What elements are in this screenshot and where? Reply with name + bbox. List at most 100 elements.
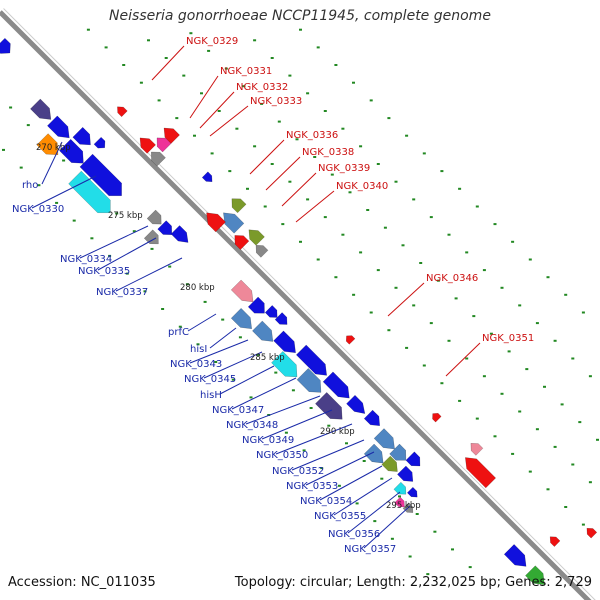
gene-arrow (47, 115, 70, 139)
leader-line (265, 156, 301, 191)
grid-dot (440, 382, 444, 385)
leader-line (231, 377, 297, 410)
grid-dot (299, 28, 302, 31)
grid-dot (571, 463, 575, 466)
grid-dot (122, 64, 126, 66)
grid-dot (316, 46, 320, 49)
leader-line (97, 237, 157, 271)
grid-dot (465, 251, 469, 254)
grid-dot (115, 212, 119, 215)
grid-dot (228, 170, 232, 173)
gene-label-inner: NGK_0330 (12, 204, 64, 215)
grid-dot (511, 452, 515, 455)
grid-dot (323, 216, 327, 219)
grid-dot (546, 276, 550, 279)
grid-dot (341, 233, 345, 236)
grid-dot (55, 201, 59, 204)
topology-text: Topology: circular; Length: 2,232,025 bp… (234, 575, 592, 590)
grid-dot (224, 67, 228, 70)
grid-dot (475, 417, 479, 420)
gene-label-inner: NGK_0353 (286, 481, 338, 492)
gene-arrow (68, 170, 111, 214)
gene-arrow (36, 133, 59, 156)
grid-dot (185, 283, 189, 286)
grid-dot (376, 163, 380, 165)
gene-label-inner: NGK_0350 (256, 450, 308, 461)
grid-dot (334, 64, 338, 66)
gene-arrow (72, 126, 91, 146)
leader-line (275, 423, 353, 455)
grid-dot (493, 223, 497, 226)
gene-label-outer: NGK_0333 (250, 96, 302, 107)
leader-line (363, 505, 411, 549)
grid-dot (355, 502, 359, 505)
gene-label-inner: hisH (200, 390, 222, 401)
gene-arrow (470, 443, 484, 456)
grid-dot (376, 269, 380, 272)
grid-dot (221, 318, 225, 321)
grid-dot (207, 49, 211, 52)
gene-arrow (252, 320, 274, 342)
grid-dot (454, 297, 458, 300)
gene-arrow (394, 496, 405, 508)
leader-line (209, 327, 237, 349)
leader-line (295, 190, 335, 223)
gene-label-inner: NGK_0335 (78, 266, 130, 277)
grid-dot (394, 286, 398, 289)
leader-line (31, 175, 97, 209)
gene-arrow (79, 153, 122, 197)
grid-dot (104, 46, 108, 49)
gene-arrow (230, 307, 252, 330)
grid-dot (253, 145, 257, 148)
gene-label-outer: NGK_0346 (426, 273, 478, 284)
gene-arrow (157, 220, 173, 235)
grid-dot (493, 435, 497, 438)
grid-dot (246, 187, 249, 190)
grid-dot (359, 145, 363, 148)
gene-arrow (381, 455, 398, 472)
grid-dot (125, 272, 129, 275)
grid-dot (295, 138, 299, 141)
grid-dot (472, 315, 476, 318)
grid-dot (465, 357, 469, 360)
grid-dot (214, 361, 218, 363)
backbone-line (0, 10, 592, 600)
gene-arrow (389, 443, 407, 461)
grid-dot (270, 57, 274, 59)
gene-arrow (586, 527, 598, 539)
gene-arrow (274, 312, 288, 325)
grid-dot (394, 180, 398, 183)
grid-dot (405, 134, 409, 137)
grid-dot (189, 32, 193, 35)
gene-arrow (525, 565, 545, 586)
grid-dot (196, 343, 200, 346)
grid-dot (139, 81, 143, 84)
grid-dot (571, 357, 575, 360)
gene-arrow (143, 229, 159, 245)
gene-label-inner: NGK_0347 (212, 405, 264, 416)
grid-dot (306, 92, 310, 95)
grid-dot (90, 237, 94, 240)
grid-dot (482, 269, 486, 272)
grid-dot (242, 85, 246, 88)
grid-dot (108, 254, 112, 257)
grid-dot (2, 148, 5, 151)
grid-dot (157, 99, 161, 102)
grid-dot (546, 488, 550, 491)
leader-line (333, 477, 393, 516)
grid-dot (369, 99, 373, 102)
gene-label-inner: hisI (190, 344, 207, 355)
gene-arrow (0, 37, 11, 54)
leader-line (203, 351, 263, 379)
grid-dot (362, 460, 366, 462)
grid-dot (210, 152, 214, 155)
grid-dot (373, 520, 377, 523)
gene-arrow (247, 296, 265, 314)
grid-dot (132, 230, 136, 233)
gene-label-inner: NGK_0334 (60, 254, 112, 265)
grid-dot (327, 424, 331, 427)
grid-dot (72, 219, 76, 222)
gene-arrow (163, 127, 180, 144)
leader-line (387, 282, 425, 317)
gene-arrow (156, 137, 172, 153)
